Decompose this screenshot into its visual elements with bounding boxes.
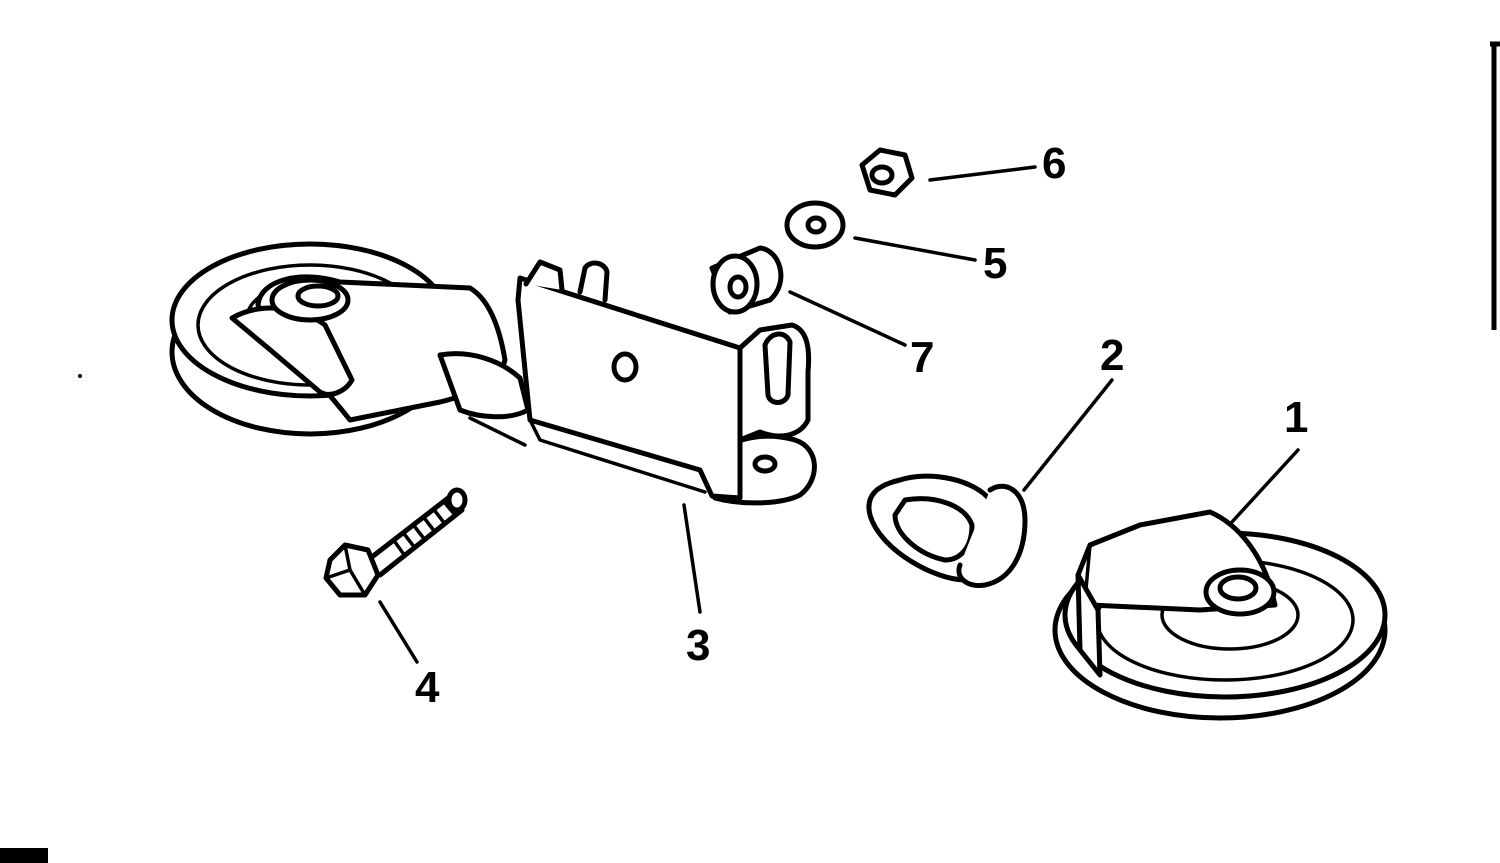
leader-5 [853,236,977,262]
spacer [709,245,784,315]
leader-6 [928,165,1037,182]
leader-lines [378,165,1300,664]
leader-4 [378,600,419,664]
callout-6: 6 [1042,139,1066,188]
callout-1: 1 [1284,393,1308,442]
callout-labels: 1 2 3 4 5 6 7 [415,139,1308,712]
right-pulley-assembly [1052,509,1388,721]
washer [784,200,846,250]
left-pulley-assembly [169,241,531,447]
speck [78,374,82,378]
nut [859,147,915,198]
callout-4: 4 [415,663,440,712]
bracket [515,259,817,506]
callout-5: 5 [983,239,1007,288]
callout-7: 7 [910,333,934,382]
page-edge-mark [1490,41,1500,330]
leader-1 [1230,448,1300,524]
callout-3: 3 [686,621,710,670]
leader-2 [1022,378,1114,492]
page-corner-mark [0,848,48,863]
leader-3 [682,503,702,614]
clip [866,473,1028,589]
leader-7 [788,290,907,347]
bolt [323,487,468,598]
callout-2: 2 [1100,331,1124,380]
